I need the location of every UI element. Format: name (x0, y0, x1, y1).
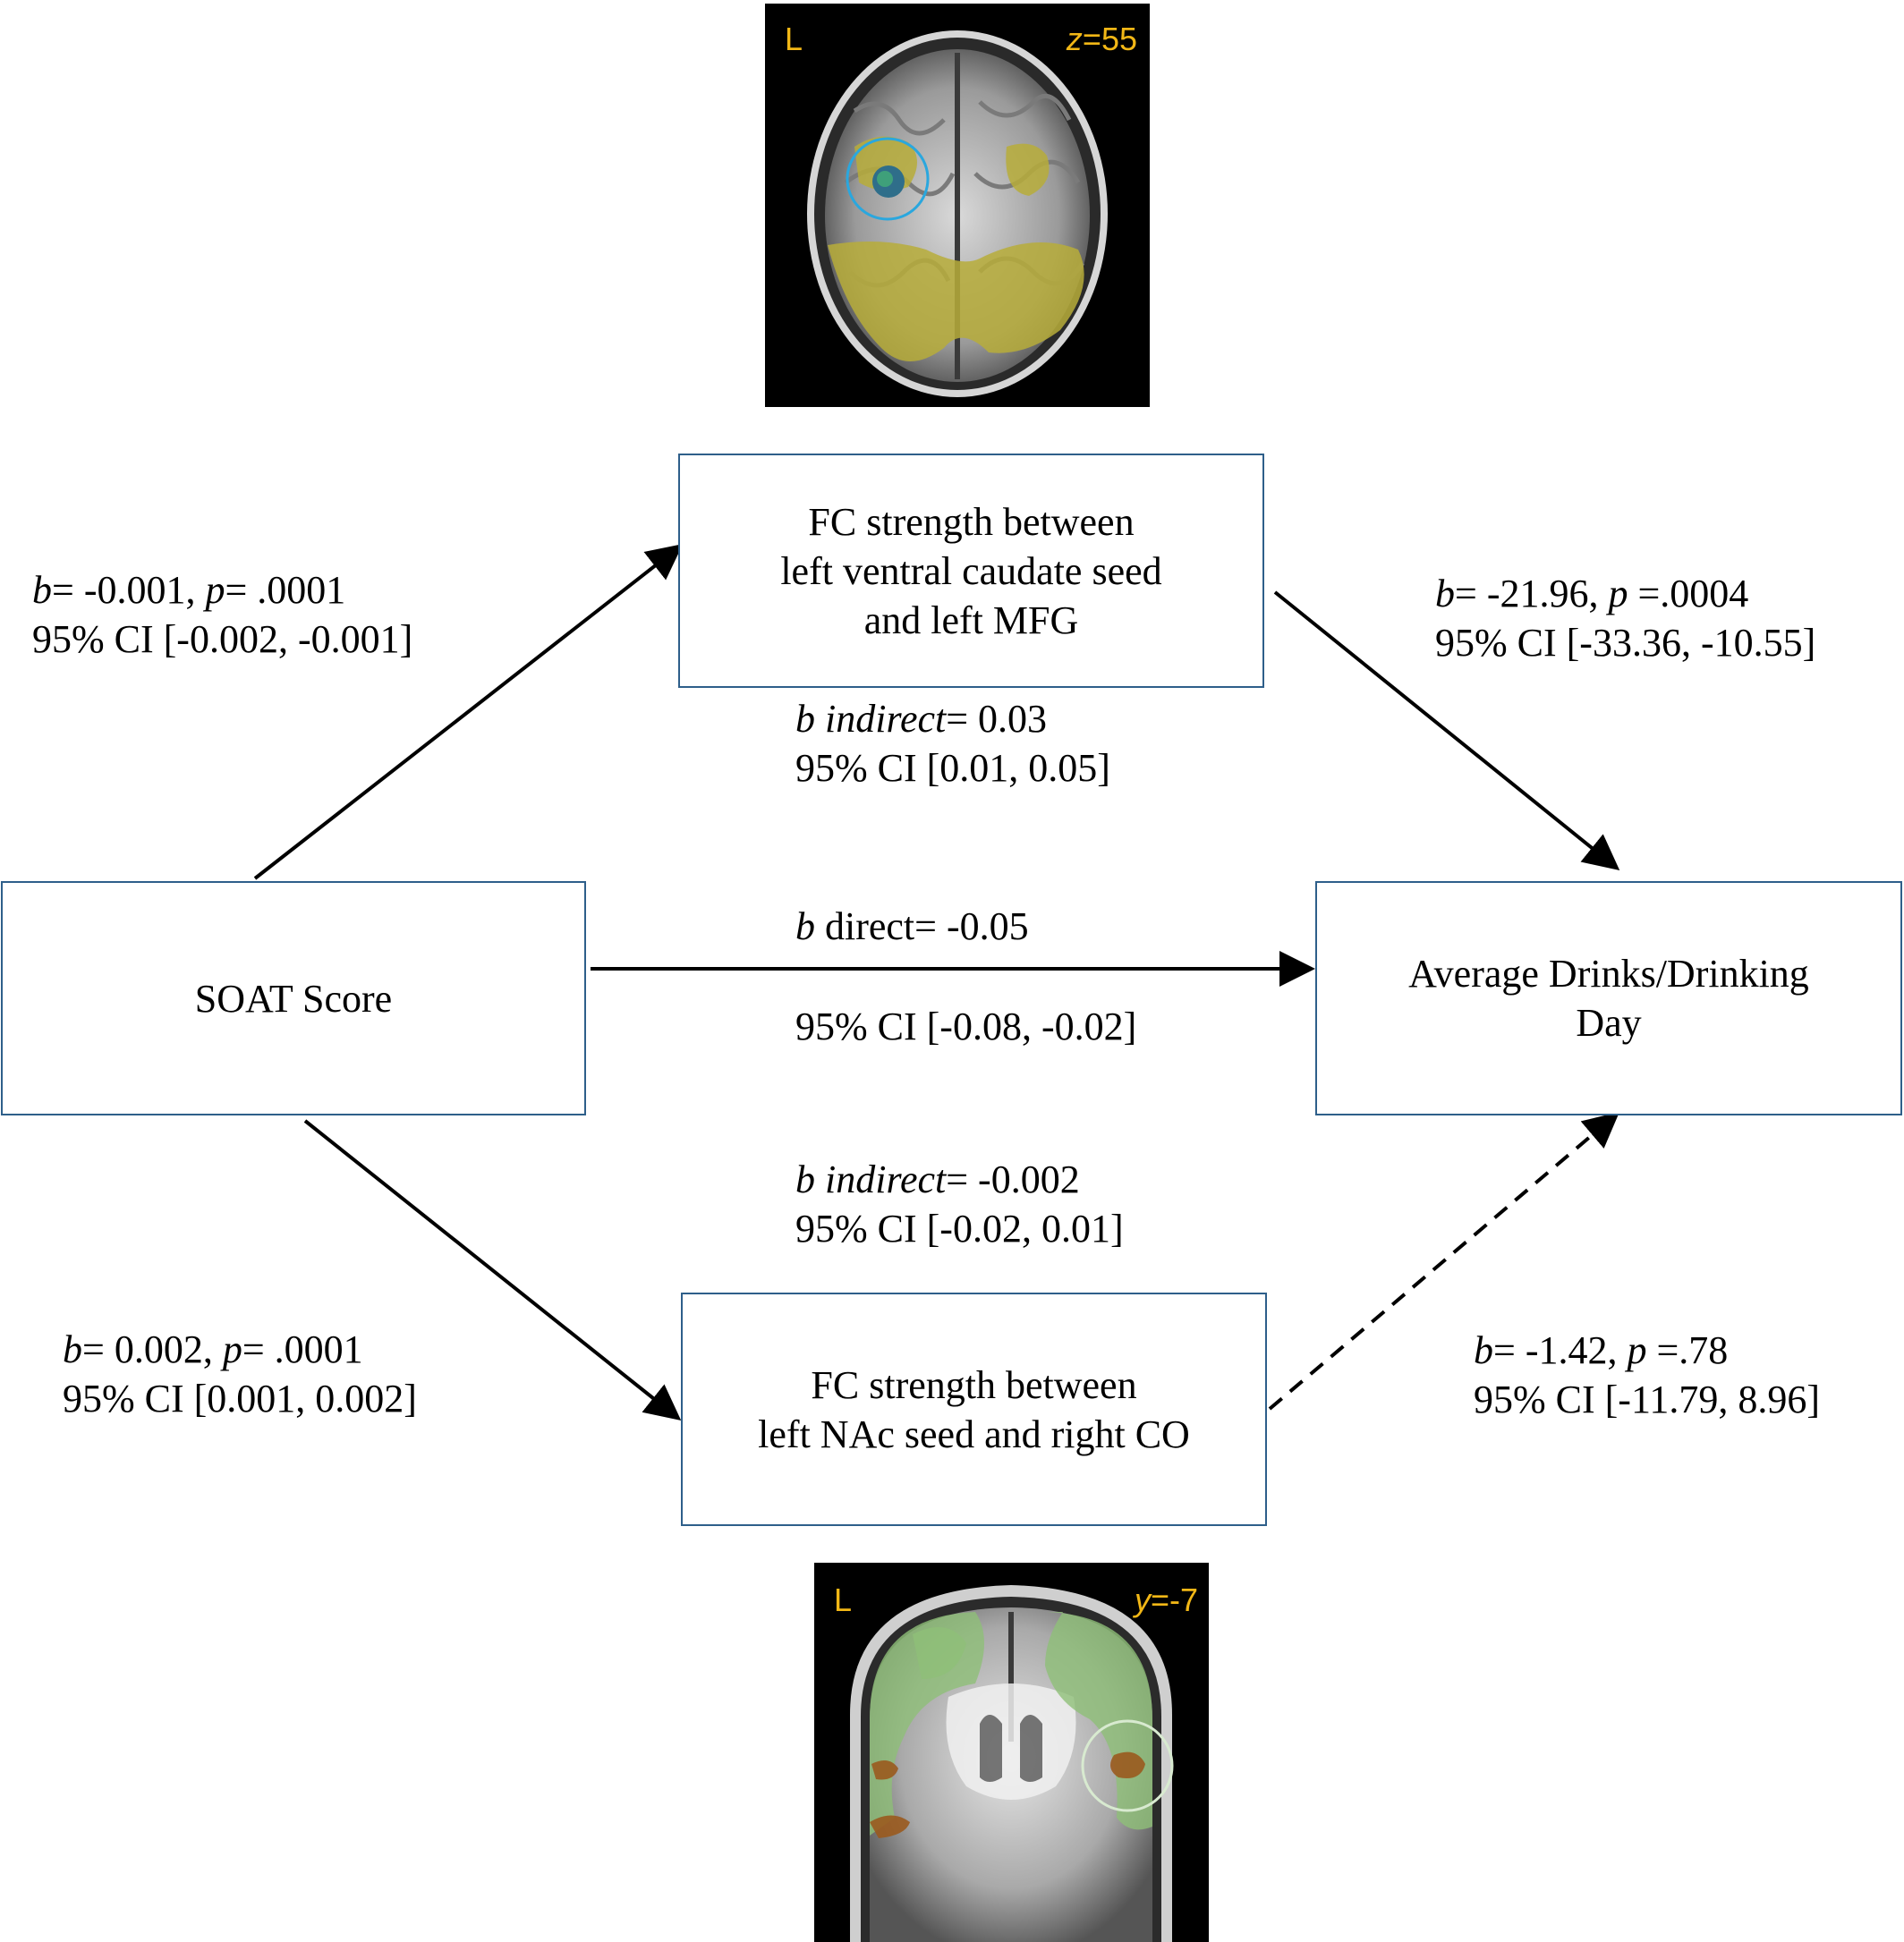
a-top-label: b= -0.001, p= .0001 95% CI [-0.002, -0.0… (32, 565, 412, 664)
a-bottom-label: b= 0.002, p= .0001 95% CI [0.001, 0.002] (63, 1325, 417, 1423)
outcome-line1: Average Drinks/Drinking (1408, 952, 1809, 996)
axial-brain-image: L z=55 (765, 4, 1150, 407)
outcome-line2: Day (1576, 1001, 1642, 1045)
indirect-top-ci: 95% CI [0.01, 0.05] (795, 746, 1110, 790)
predictor-box: SOAT Score (1, 881, 586, 1115)
mediator-bottom-box: FC strength between left NAc seed and ri… (681, 1293, 1267, 1526)
direct-effect-ci: 95% CI [-0.08, -0.02] (795, 1005, 1137, 1048)
mediator-top-line2: left ventral caudate seed (780, 548, 1162, 593)
indirect-bottom-label: b indirect= -0.002 95% CI [-0.02, 0.01] (795, 1155, 1124, 1253)
coronal-side-label: L (834, 1582, 853, 1618)
arrow-a-bottom (303, 1119, 682, 1420)
b-bottom-ci: 95% CI [-11.79, 8.96] (1474, 1378, 1820, 1421)
axial-side-label: L (785, 21, 803, 57)
coronal-brain-image: L y=-7 (814, 1563, 1209, 1942)
outcome-box: Average Drinks/Drinking Day (1315, 881, 1902, 1115)
predictor-label: SOAT Score (194, 976, 393, 1021)
indirect-bottom-ci: 95% CI [-0.02, 0.01] (795, 1207, 1124, 1251)
b-bottom-label: b= -1.42, p =.78 95% CI [-11.79, 8.96] (1474, 1326, 1820, 1424)
b-top-ci: 95% CI [-33.36, -10.55] (1435, 621, 1816, 665)
mediator-bottom-line2: left NAc seed and right CO (758, 1412, 1190, 1456)
mediator-top-box: FC strength between left ventral caudate… (678, 454, 1264, 688)
a-top-ci: 95% CI [-0.002, -0.001] (32, 617, 413, 661)
axial-coordinate-label: z=55 (1066, 21, 1137, 57)
mediator-top-line3: and left MFG (863, 598, 1079, 642)
coronal-coordinate-label: y=-7 (1134, 1582, 1198, 1618)
mediator-top-line1: FC strength between (808, 499, 1135, 544)
direct-effect-label: b direct= -0.05 (795, 904, 1029, 948)
mediator-bottom-line1: FC strength between (811, 1362, 1137, 1407)
a-bottom-ci: 95% CI [0.001, 0.002] (63, 1377, 417, 1420)
arrow-a-top (253, 544, 684, 880)
arrow-b-bottom-dashed (1268, 1111, 1620, 1411)
b-top-label: b= -21.96, p =.0004 95% CI [-33.36, -10.… (1435, 569, 1815, 667)
arrow-b-top (1273, 590, 1620, 871)
indirect-top-label: b indirect= 0.03 95% CI [0.01, 0.05] (795, 694, 1110, 793)
